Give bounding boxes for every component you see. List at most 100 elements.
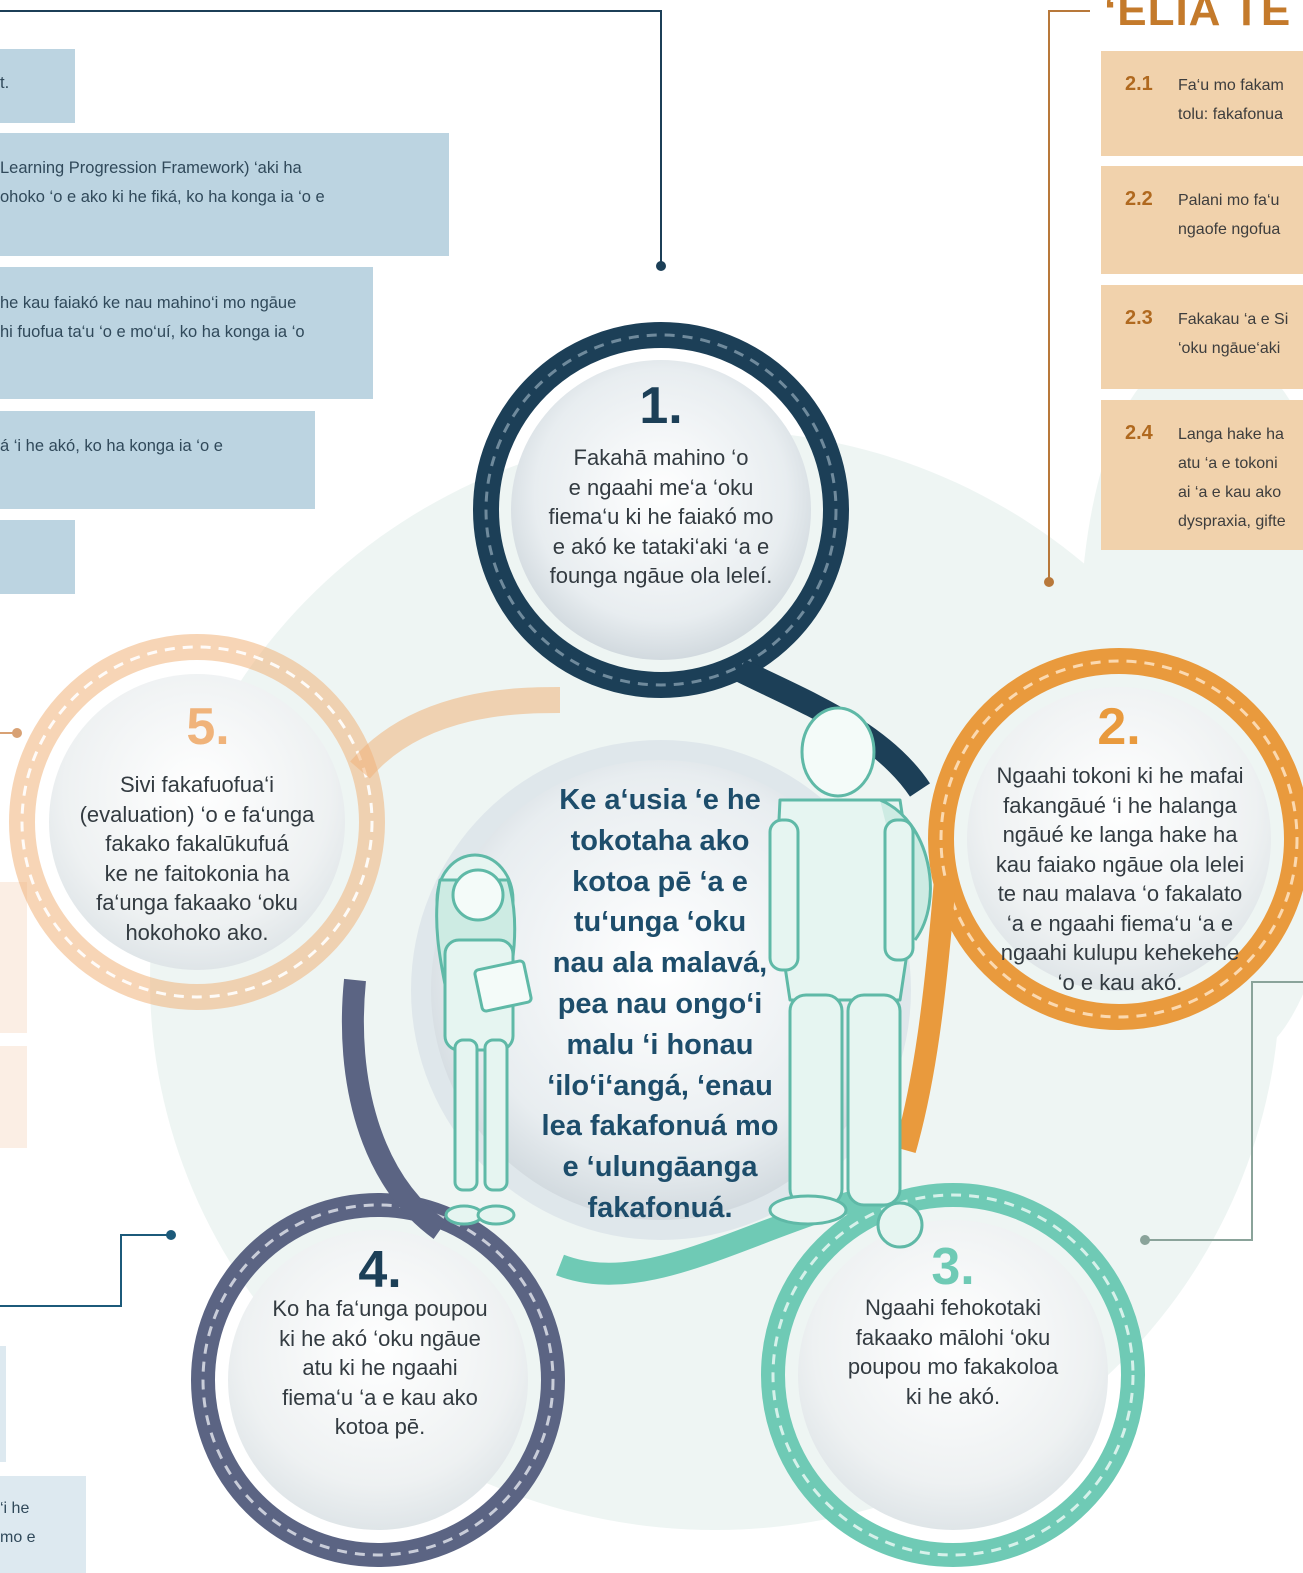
circle-text-line: (evaluation) ‘o e fa‘unga xyxy=(79,801,315,827)
circle-text-line: fiema‘u ‘a e kau ako xyxy=(282,1384,478,1410)
center-line: nau ala malavá, xyxy=(552,947,768,980)
center-line: fakafonuá. xyxy=(587,1191,733,1224)
item-text: ‘oku ngāue‘aki xyxy=(1178,340,1281,357)
circle-text-line: e akó ke tataki‘aki ‘a e xyxy=(552,533,770,559)
circle-text-line: Sivi fakafuofua‘i xyxy=(119,772,275,797)
item-text: atu ‘a e tokoni xyxy=(1178,455,1278,472)
circle-text-line: kotoa pē. xyxy=(334,1414,426,1439)
light-box-1 xyxy=(0,1346,6,1462)
ring-2 xyxy=(894,648,1303,1154)
item-text: Fa‘u mo fakam xyxy=(1178,77,1284,94)
info-box-text: he kau faiakó ke nau mahino‘i mo ngāue xyxy=(0,294,297,312)
circle-2-text: Ngaahi tokoni ki he mafai fakangāué ‘i h… xyxy=(970,761,1270,997)
circle-text-line: Ngaahi tokoni ki he mafai xyxy=(996,763,1244,788)
circle-4-text: Ko ha fa‘unga poupou ki he akó ‘oku ngāu… xyxy=(245,1294,515,1442)
item-text: tolu: fakafonua xyxy=(1178,106,1283,123)
item-number: 2.1 xyxy=(1125,73,1153,95)
center-line: Ke a‘usia ‘e he xyxy=(559,784,761,816)
character-girl xyxy=(435,853,533,1226)
center-line: lea fakafonuá mo xyxy=(541,1110,779,1143)
item-text: Langa hake ha xyxy=(1178,426,1284,443)
center-line: e ‘ulungāanga xyxy=(562,1151,758,1184)
ring-5 xyxy=(9,634,561,1010)
item-text: Fakakau ‘a e Si xyxy=(1178,311,1289,328)
circle-text-line: ki he akó ‘oku ngāue xyxy=(279,1325,481,1351)
circle-text-line: fiema‘u ki he faiakó mo xyxy=(548,504,774,529)
peach-box-1 xyxy=(0,882,27,1033)
circle-text-line: ke ne faitokonia ha xyxy=(104,860,290,886)
item-text: Palani mo fa‘u xyxy=(1178,192,1280,209)
item-number: 2.4 xyxy=(1125,422,1153,444)
info-box-text: mo e xyxy=(0,1529,36,1546)
circle-text-line: ki he akó. xyxy=(905,1383,1001,1409)
circle-1-number: 1. xyxy=(639,377,683,435)
character-man xyxy=(768,706,932,1249)
info-box-text: á ‘i he akó, ko ha konga ia ‘o e xyxy=(0,437,223,455)
circle-text-line: kau faiako ngāue ola lelei xyxy=(995,851,1245,877)
connector-dot xyxy=(656,261,666,271)
circle-4-number: 4. xyxy=(358,1241,402,1299)
info-box-5 xyxy=(0,520,75,594)
circle-5-number: 5. xyxy=(186,698,230,756)
circle-1-text: Fakahā mahino ‘o e ngaahi me‘a ‘oku fiem… xyxy=(531,443,791,591)
info-box-1: t. xyxy=(0,49,75,123)
circle-text-line: ‘o e kau akó. xyxy=(1057,969,1183,995)
circle-3-number: 3. xyxy=(931,1238,975,1296)
circle-text-line: Ko ha fa‘unga poupou xyxy=(272,1296,488,1321)
item-number: 2.3 xyxy=(1125,307,1153,329)
info-box-2: Learning Progression Framework) ‘aki ha … xyxy=(0,133,449,256)
center-line: tu‘unga ‘oku xyxy=(573,906,747,939)
peach-box-2 xyxy=(0,1046,27,1148)
circle-text-line: e ngaahi me‘a ‘oku xyxy=(568,474,754,500)
circle-text-line: fakako fakalūkufuá xyxy=(105,831,289,856)
connector-line-5 xyxy=(1145,981,1303,1241)
connector-line-2 xyxy=(1048,10,1090,582)
section-title: ‘ELIA TE xyxy=(1104,0,1292,35)
connector-line-4 xyxy=(0,1234,171,1307)
circle-text-line: te nau malava ‘o fakalato xyxy=(997,881,1243,906)
circle-text-line: ngaahi kulupu kehekehe xyxy=(1000,940,1240,965)
info-box-text: ‘i he xyxy=(0,1500,30,1517)
info-box-text: t. xyxy=(0,74,10,92)
info-box-text: Learning Progression Framework) ‘aki ha xyxy=(0,159,302,177)
info-box-text: ohoko ‘o e ako ki he fiká, ko ha konga i… xyxy=(0,188,325,206)
circle-text-line: ‘a e ngaahi fiema‘u ‘a e xyxy=(1006,910,1234,936)
item-text: ngaofe ngofua xyxy=(1178,221,1281,238)
info-box-text: hi fuofua ta‘u ‘o e mo‘uí, ko ha konga i… xyxy=(0,323,305,341)
connector-lines xyxy=(0,10,1303,1307)
connector-dot xyxy=(12,728,22,738)
circle-3-text: Ngaahi fehokotaki fakaako mālohi ‘oku po… xyxy=(823,1293,1083,1411)
right-box-2-3: 2.3 Fakakau ‘a e Si ‘oku ngāue‘aki xyxy=(1101,285,1303,389)
connector-dot xyxy=(166,1230,176,1240)
right-box-2-4: 2.4 Langa hake ha atu ‘a e tokoni ai ‘a e … xyxy=(1101,400,1303,550)
item-text: ai ‘a e kau ako xyxy=(1178,484,1282,501)
ring-4 xyxy=(191,978,565,1567)
circle-2-number: 2. xyxy=(1097,698,1141,756)
circle-text-line: poupou mo fakakoloa xyxy=(847,1354,1059,1379)
circle-text-line: Fakahā mahino ‘o xyxy=(573,445,749,470)
info-box-3: he kau faiakó ke nau mahino‘i mo ngāue h… xyxy=(0,267,373,399)
center-line: tokotaha ako xyxy=(570,824,750,857)
connector-dot xyxy=(1044,577,1054,587)
circle-text-line: fa‘unga fakaako ‘oku xyxy=(96,890,298,915)
center-line: ‘ilo‘i‘angá, ‘enau xyxy=(547,1069,773,1102)
center-statement: Ke a‘usia ‘e he tokotaha ako kotoa pē ‘a… xyxy=(528,780,792,1229)
circle-text-line: fakangāué ‘i he halanga xyxy=(1003,792,1237,818)
circle-text-line: Ngaahi fehokotaki xyxy=(864,1295,1042,1320)
info-box-4: á ‘i he akó, ko ha konga ia ‘o e xyxy=(0,411,315,509)
circle-text-line: hokohoko ako. xyxy=(125,919,269,945)
light-box-2: ‘i he mo e xyxy=(0,1476,86,1573)
right-box-2-1: 2.1 Fa‘u mo fakam tolu: fakafonua xyxy=(1101,51,1303,156)
center-line: malu ‘i honau xyxy=(566,1028,754,1061)
connector-dot xyxy=(1140,1235,1150,1245)
circle-text-line: atu ki he ngaahi xyxy=(302,1355,458,1380)
item-number: 2.2 xyxy=(1125,188,1153,210)
center-line: kotoa pē ‘a e xyxy=(572,865,748,898)
circle-text-line: ngāué ke langa hake ha xyxy=(1002,822,1238,847)
circle-text-line: founga ngāue ola leleí. xyxy=(549,563,773,588)
center-line: pea nau ongo‘i xyxy=(557,987,763,1020)
circle-5-text: Sivi fakafuofua‘i (evaluation) ‘o e fa‘u… xyxy=(52,770,342,947)
right-box-2-2: 2.2 Palani mo fa‘u ngaofe ngofua xyxy=(1101,166,1303,274)
circle-text-line: fakaako mālohi ‘oku xyxy=(855,1324,1051,1350)
